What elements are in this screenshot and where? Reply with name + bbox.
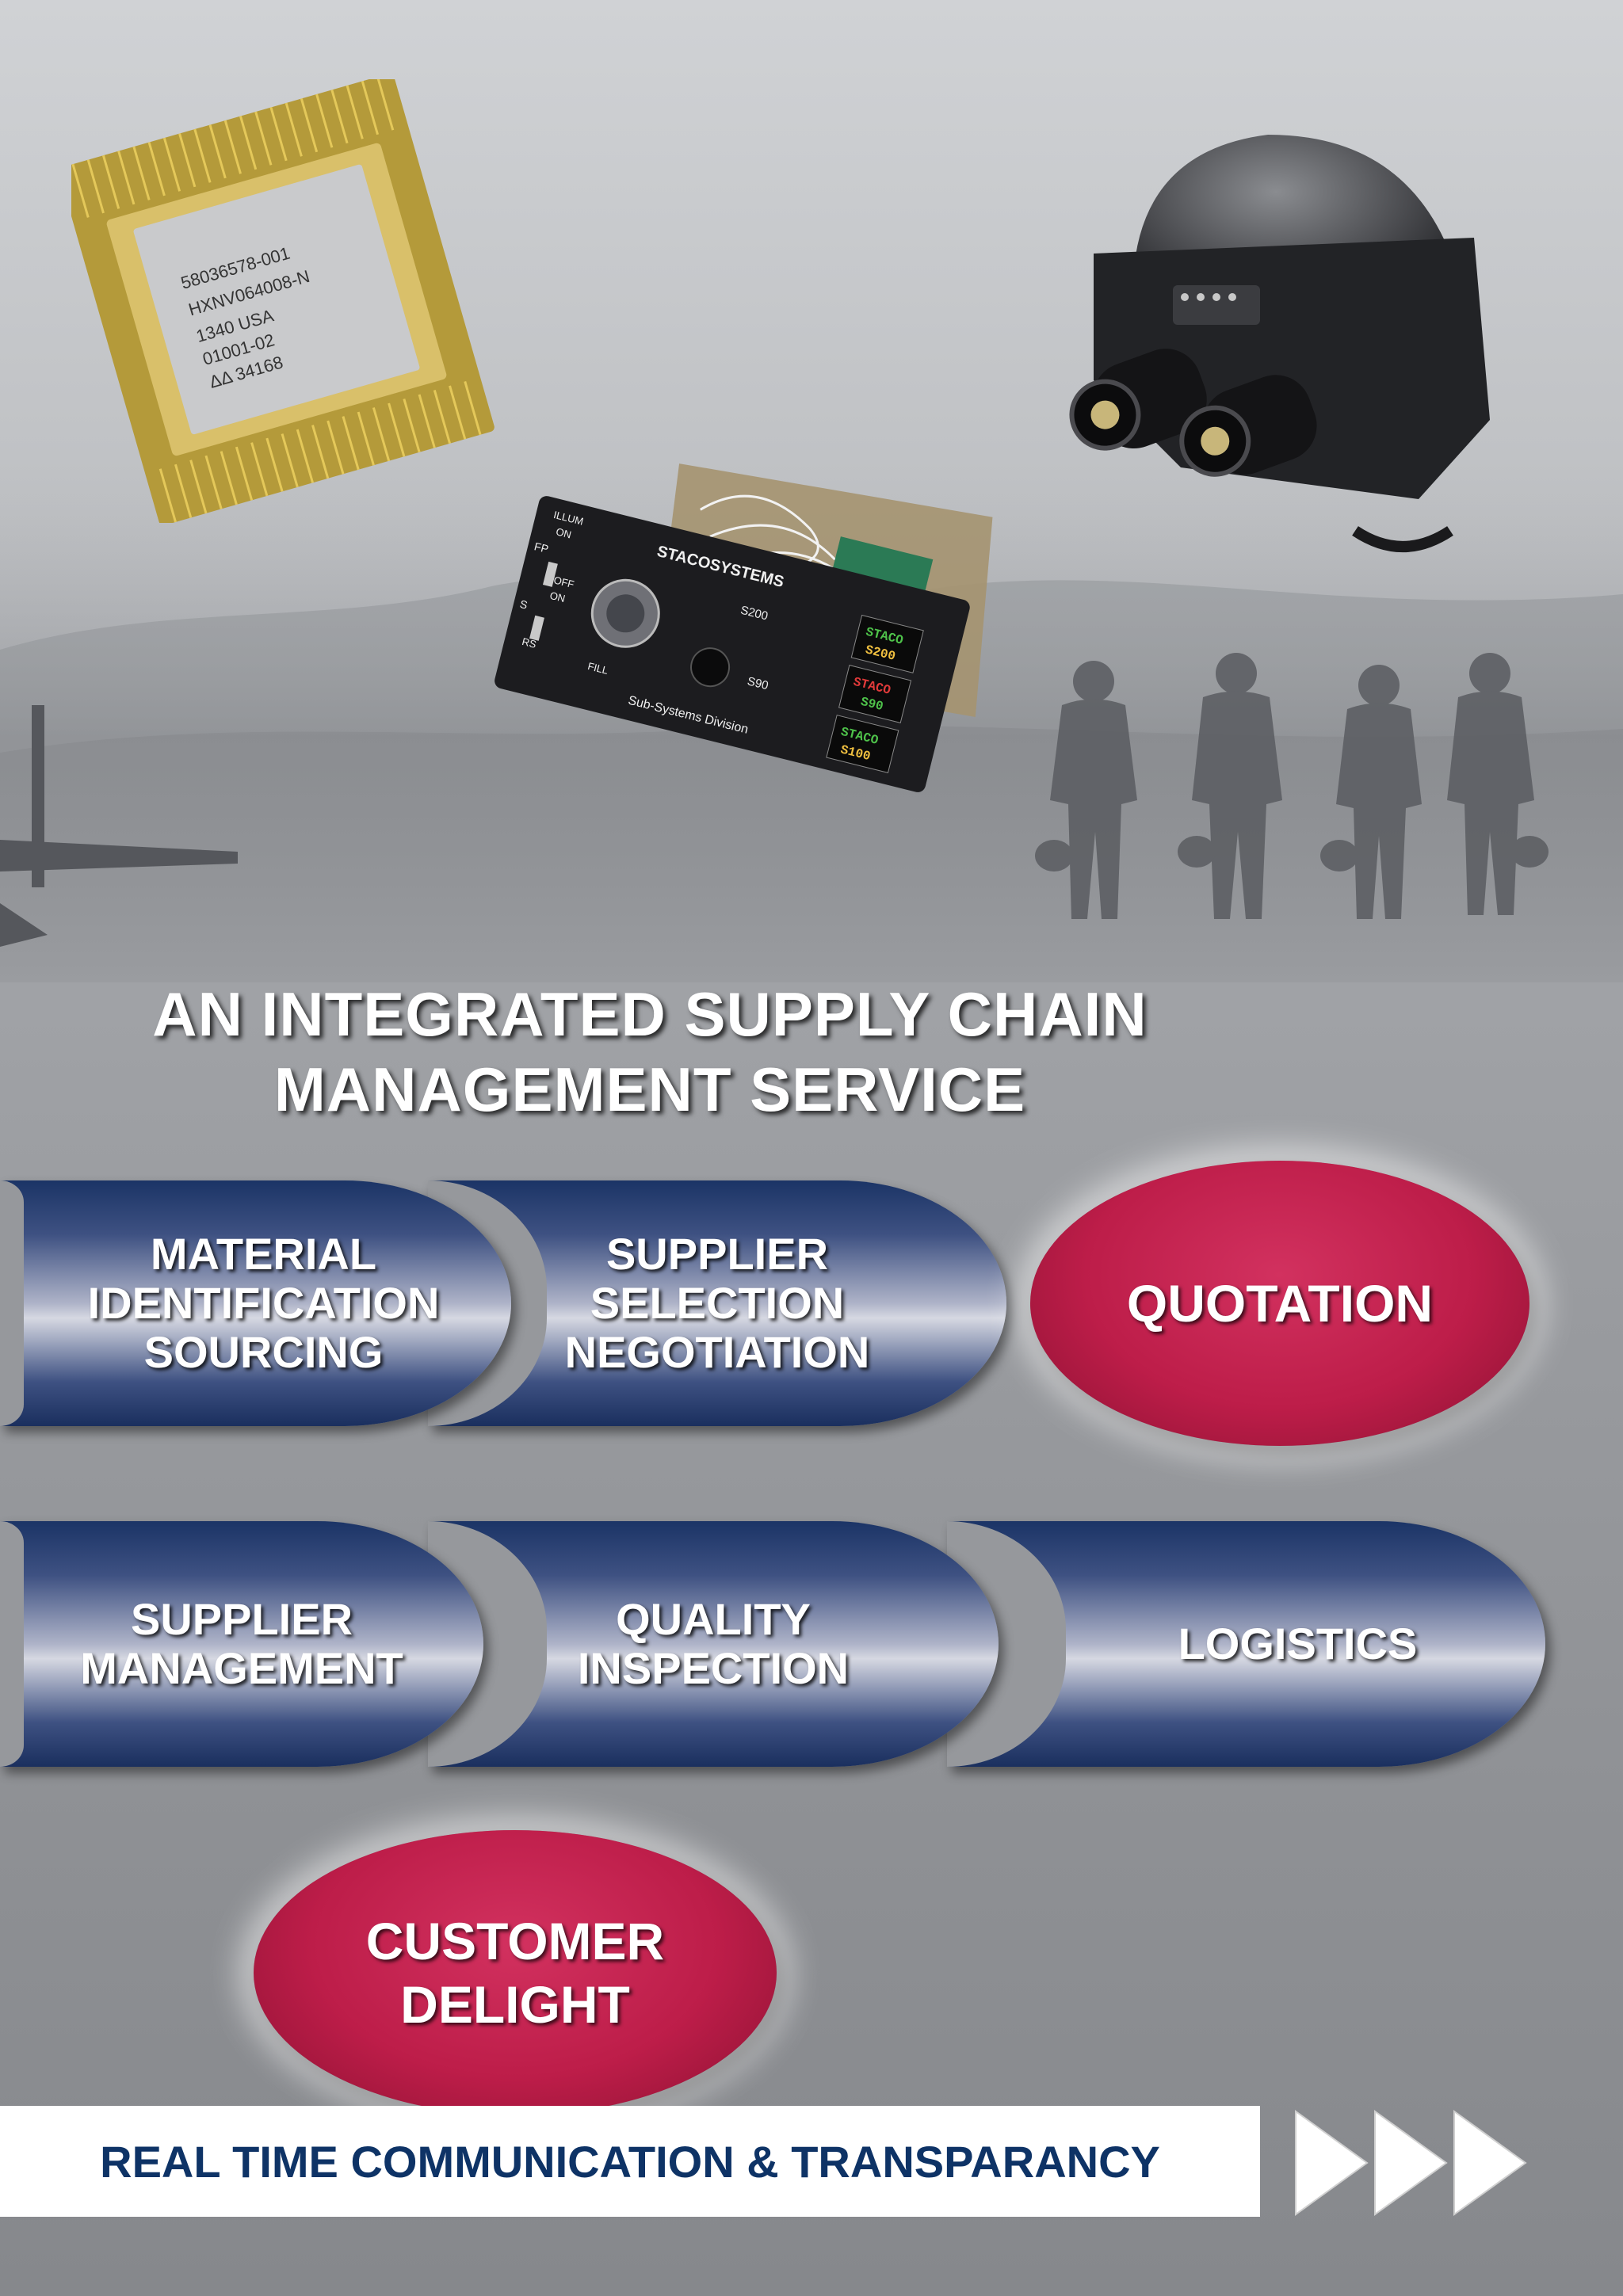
panel-label: ON [548,589,567,605]
fast-forward-arrows-icon [1295,2110,1527,2216]
panel-label: S [518,597,529,612]
aircraft-silhouette [0,705,238,947]
headline-line-1: AN INTEGRATED SUPPLY CHAIN [152,979,1148,1049]
step-label: LOGISTICS [1178,1619,1418,1669]
step-supplier-selection: SUPPLIER SELECTION NEGOTIATION [428,1180,1006,1426]
panel-label: OFF [552,574,575,590]
panel-label: ON [555,525,573,540]
night-vision-helmet-photo [1069,135,1490,552]
microchip-photo: 58036578-001 HXNV064008-N 1340 USA 01001… [71,79,495,523]
soldiers-silhouette [1035,653,1549,919]
panel-label: S90 [746,674,769,692]
step-supplier-management: SUPPLIER MANAGEMENT [0,1521,483,1767]
step-customer-delight: CUSTOMER DELIGHT [254,1830,777,2115]
panel-label: FILL [586,660,609,677]
step-label: SUPPLIER SELECTION NEGOTIATION [564,1229,870,1377]
panel-label: FP [533,540,550,555]
headline-line-2: MANAGEMENT SERVICE [273,1055,1026,1124]
arrow-notch [0,1180,24,1426]
arrow-notch [0,1521,24,1767]
step-label: CUSTOMER DELIGHT [365,1912,665,2034]
banner-text: REAL TIME COMMUNICATION & TRANSPARANCY [100,2136,1160,2187]
step-quotation: QUOTATION [1030,1161,1529,1446]
step-label: QUOTATION [1126,1274,1434,1333]
step-label: MATERIAL IDENTIFICATION SOURCING [87,1229,440,1377]
bottom-banner: REAL TIME COMMUNICATION & TRANSPARANCY [0,2106,1260,2217]
step-label: SUPPLIER MANAGEMENT [80,1594,403,1693]
step-label: QUALITY INSPECTION [577,1594,850,1693]
step-material-identification: MATERIAL IDENTIFICATION SOURCING [0,1180,511,1426]
control-panel-photo: STACOSYSTEMS Sub-Systems Division ILLUM … [495,463,993,792]
